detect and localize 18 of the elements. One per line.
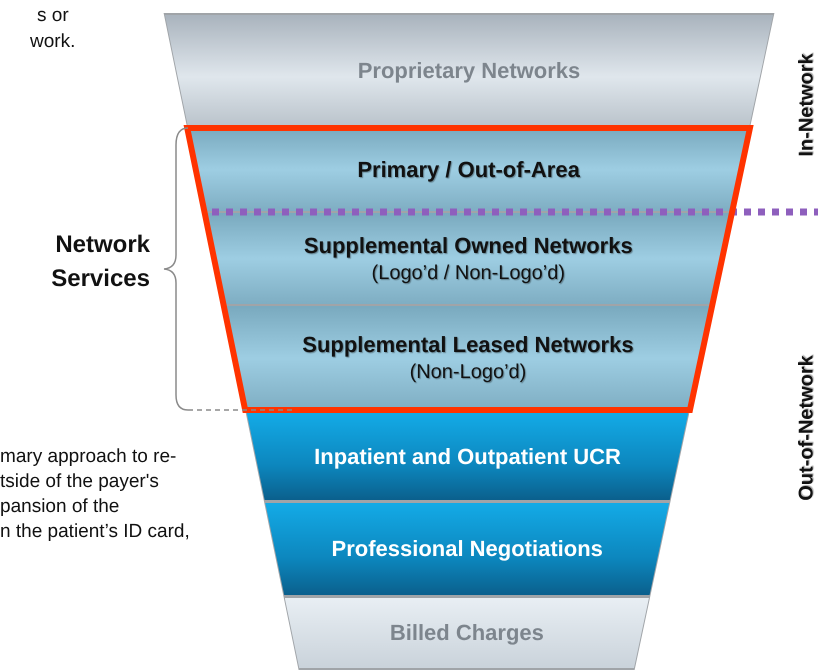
band-subtitle: (Non-Logo’d): [410, 360, 526, 385]
band-title: Supplemental Owned Networks: [304, 232, 633, 260]
band-title: Primary / Out-of-Area: [357, 156, 580, 184]
band-title: Inpatient and Outpatient UCR: [314, 442, 621, 470]
note-text: mary approach to re-: [0, 445, 176, 469]
side-label: In-Network: [794, 53, 818, 157]
band-subtitle: (Logo’d / Non-Logo’d): [372, 260, 565, 286]
band-title: Billed Charges: [390, 619, 544, 647]
note-text: work.: [30, 30, 76, 54]
band-title: Professional Negotiations: [332, 535, 603, 563]
note-text: pansion of the: [0, 495, 120, 519]
band-title: Supplemental Leased Networks: [302, 331, 634, 359]
group-label: Network Services: [50, 230, 150, 294]
band-title: Proprietary Networks: [358, 57, 580, 85]
note-text: s or: [37, 4, 69, 28]
side-label: Out-of-Network: [794, 355, 818, 501]
note-text: tside of the payer's: [0, 470, 159, 494]
note-text: n the patient’s ID card,: [0, 520, 190, 544]
